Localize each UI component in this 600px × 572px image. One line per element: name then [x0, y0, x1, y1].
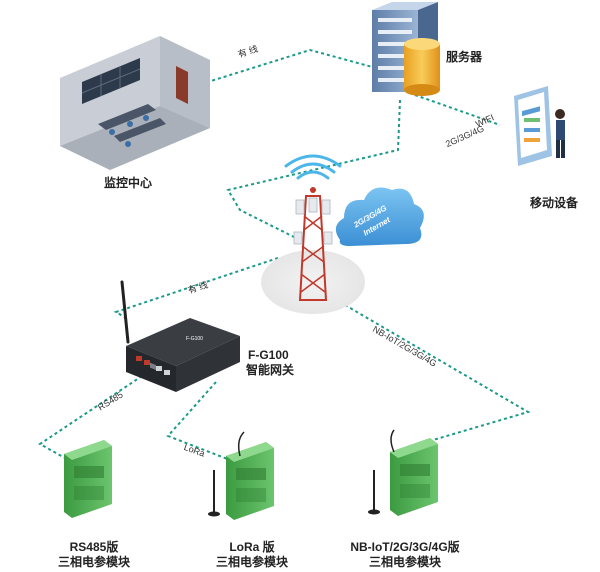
label-module-lora-line1: LoRa 版	[229, 540, 275, 554]
label-module-nbiot-line2: 三相电参模块	[368, 555, 441, 569]
link-tower-nbiot	[344, 304, 531, 449]
link-tower-gateway	[113, 257, 279, 319]
label-module-rs485-line2: 三相电参模块	[57, 555, 130, 569]
mobile-device-illustration	[514, 86, 565, 166]
label-module-rs485-line1: RS485版	[69, 540, 119, 554]
label-mobile-device: 移动设备	[530, 196, 579, 210]
cell-tower-illustration	[261, 154, 365, 314]
label-gateway-model: F-G100	[248, 348, 289, 362]
internet-cloud-illustration	[335, 187, 424, 246]
svg-text:F-G100: F-G100	[186, 336, 203, 342]
label-module-nbiot-line1: NB-IoT/2G/3G/4G版	[350, 540, 460, 554]
label-monitor-center: 监控中心	[103, 176, 152, 190]
label-server: 服务器	[446, 50, 483, 64]
link-gateway-lora	[166, 381, 231, 461]
label-module-lora-line2: 三相电参模块	[215, 555, 288, 569]
label-gateway-name: 智能网关	[246, 363, 295, 377]
module-nbiot-illustration	[368, 429, 438, 516]
gateway-illustration: F-G100	[120, 280, 240, 392]
link-server-tower	[226, 99, 401, 239]
module-rs485-illustration	[64, 440, 112, 518]
link-gateway-rs485	[38, 375, 143, 463]
server-illustration	[372, 2, 440, 96]
connection-lines	[38, 48, 531, 463]
module-lora-illustration	[208, 431, 274, 520]
monitoring-center-illustration	[60, 36, 210, 170]
link-monitor-server	[194, 48, 377, 87]
